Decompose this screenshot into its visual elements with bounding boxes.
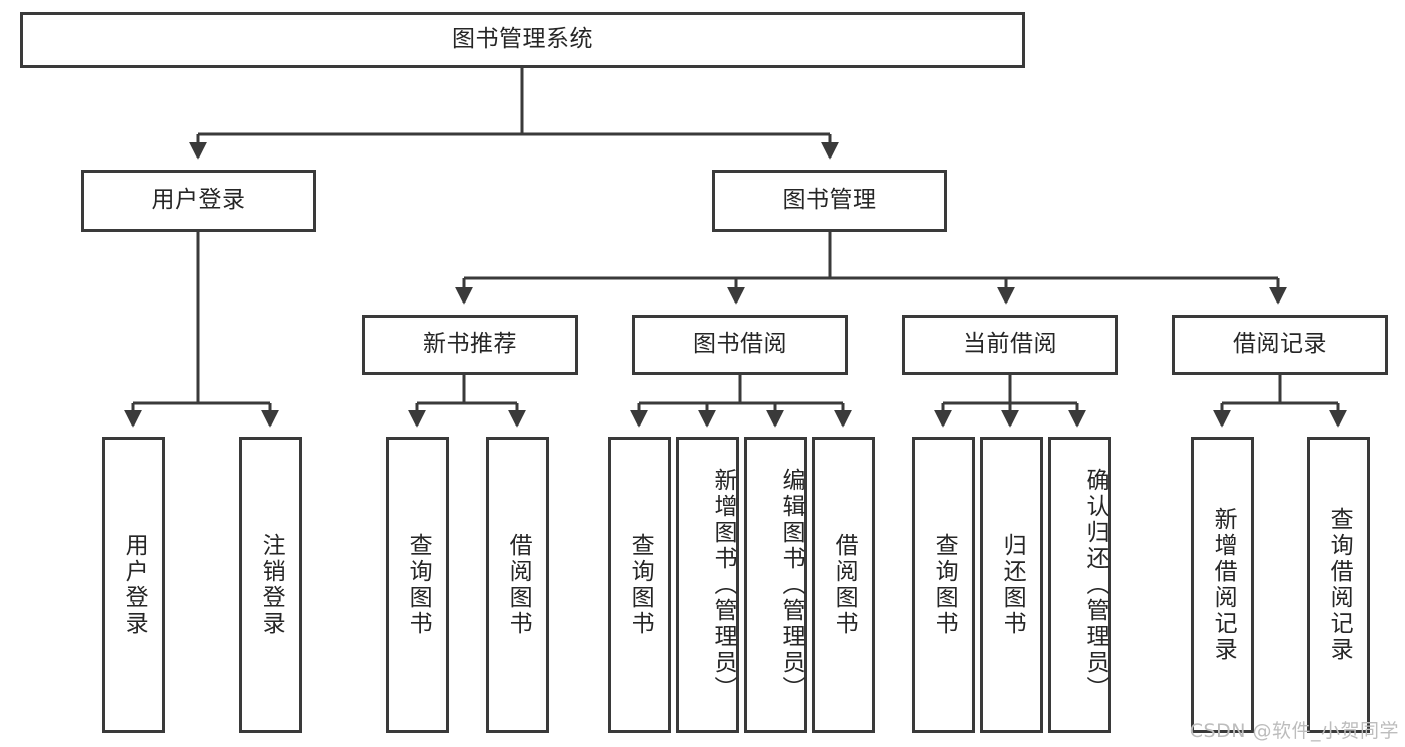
node-label: 借阅记录 [1233,331,1327,358]
leaf-query-books-newbook[interactable]: 查询图书 [386,437,449,733]
node-label: 新增图书（管理员） [710,468,736,702]
leaf-user-login[interactable]: 用户登录 [102,437,165,733]
node-label: 用户登录 [151,187,246,214]
node-label: 查询图书 [627,533,654,637]
node-current-borrow[interactable]: 当前借阅 [902,315,1118,375]
node-book-management[interactable]: 图书管理 [712,170,947,232]
leaf-add-borrow-record[interactable]: 新增借阅记录 [1191,437,1254,733]
leaf-add-book-admin[interactable]: 新增图书（管理员） [676,437,739,733]
node-borrow-records[interactable]: 借阅记录 [1172,315,1388,375]
leaf-return-books[interactable]: 归还图书 [980,437,1043,733]
node-label: 新书推荐 [423,331,517,358]
node-label: 新增借阅记录 [1210,507,1237,663]
leaf-query-books-borrow[interactable]: 查询图书 [608,437,671,733]
node-label: 借阅图书 [831,533,858,637]
node-label: 图书管理 [782,187,877,214]
leaf-edit-book-admin[interactable]: 编辑图书（管理员） [744,437,807,733]
node-label: 查询图书 [405,533,432,637]
node-label: 图书借阅 [693,331,787,358]
node-book-borrow[interactable]: 图书借阅 [632,315,848,375]
node-label: 当前借阅 [963,331,1057,358]
node-label: 确认归还（管理员） [1082,468,1108,702]
node-label: 借阅图书 [505,533,532,637]
leaf-query-borrow-record[interactable]: 查询借阅记录 [1307,437,1370,733]
node-label: 注销登录 [258,533,285,637]
node-label: 查询图书 [931,533,958,637]
leaf-borrow-books-newbook[interactable]: 借阅图书 [486,437,549,733]
leaf-confirm-return-admin[interactable]: 确认归还（管理员） [1048,437,1111,733]
node-root-book-management-system[interactable]: 图书管理系统 [20,12,1025,68]
node-label: 编辑图书（管理员） [778,468,804,702]
node-label: 查询借阅记录 [1326,507,1353,663]
node-label: 用户登录 [121,533,148,637]
leaf-logout-login[interactable]: 注销登录 [239,437,302,733]
node-new-book-recommend[interactable]: 新书推荐 [362,315,578,375]
leaf-borrow-books-borrow[interactable]: 借阅图书 [812,437,875,733]
leaf-query-books-current[interactable]: 查询图书 [912,437,975,733]
node-label: 归还图书 [999,533,1026,637]
node-user-login[interactable]: 用户登录 [81,170,316,232]
watermark-text: CSDN @软件_小贺同学 [1189,720,1399,742]
node-label: 图书管理系统 [452,26,593,53]
